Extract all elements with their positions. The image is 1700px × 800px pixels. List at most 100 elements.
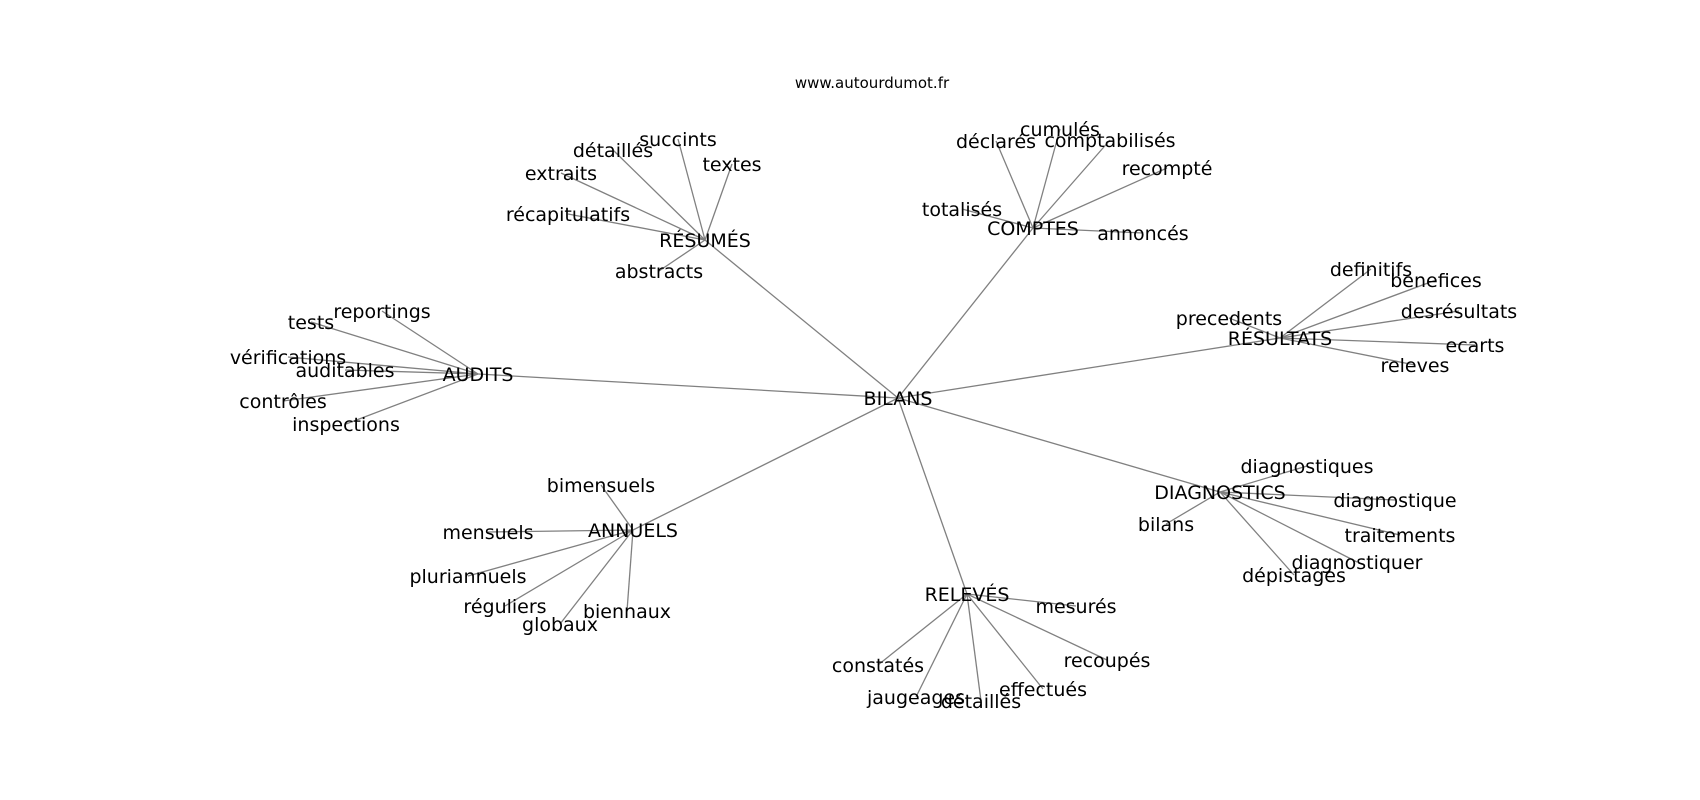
graph-edges [282,128,1476,702]
edge-root-hub [897,397,968,595]
edge-root-hub [704,239,899,399]
leaf-node-label: effectués [999,679,1087,701]
edge-hub-leaf [1032,227,1144,234]
edge-hub-leaf [1032,167,1168,229]
leaf-node-label: vérifications [230,347,346,369]
leaf-node-label: definitifs [1330,259,1412,281]
edge-hub-leaf [966,593,982,702]
edge-hub-leaf [1279,310,1460,339]
edge-hub-leaf [1219,491,1295,576]
leaf-node-label: jaugeages [866,687,965,709]
leaf-node-label: bimensuels [547,475,655,497]
hub-node-label: ANNUELS [588,520,678,542]
leaf-node-label: recompté [1122,158,1213,180]
edge-hub-leaf [995,140,1034,229]
edge-hub-leaf [1219,465,1308,493]
root-node-label: BILANS [864,388,933,410]
edge-hub-leaf [504,529,634,607]
edge-hub-leaf [1165,491,1221,525]
edge-hub-leaf [345,373,479,425]
edge-hub-leaf [1219,491,1401,536]
edge-root-hub [897,227,1034,399]
leaf-node-label: inspections [292,414,400,436]
leaf-node-label: récapitulatifs [506,204,630,226]
leaf-node-label: bilans [1138,514,1194,536]
hub-node-label: RELEVÉS [925,583,1010,606]
edge-root-hub [477,373,899,399]
edge-hub-leaf [344,369,479,375]
leaf-node-label: traitements [1345,525,1456,547]
edge-hub-leaf [1219,491,1358,563]
edge-hub-leaf [467,529,634,577]
leaf-node-label: diagnostique [1333,490,1456,512]
leaf-node-label: tests [288,312,334,334]
hub-node-label: COMPTES [987,218,1079,240]
edge-hub-leaf [1219,491,1396,501]
leaf-node-label: contrôles [239,391,326,413]
edge-root-hub [897,397,1221,493]
leaf-node-label: déclarés [956,131,1036,153]
edge-hub-leaf [612,149,706,241]
edge-hub-leaf [600,484,634,531]
edge-hub-leaf [282,373,479,402]
edge-hub-leaf [877,593,968,666]
leaf-node-label: desrésultats [1401,301,1517,323]
edge-hub-leaf [310,321,479,375]
leaf-node-label: recoupés [1064,650,1151,672]
hub-node-label: RÉSULTATS [1228,327,1332,350]
leaf-node-label: dépistages [1242,565,1346,587]
leaf-node-label: ecarts [1446,335,1505,357]
leaf-node-label: diagnostiques [1240,456,1373,478]
leaf-node-label: diagnostiquer [1292,552,1423,574]
edge-hub-leaf [704,163,733,241]
leaf-node-label: auditables [295,360,394,382]
edge-hub-leaf [1032,139,1111,229]
leaf-node-label: réguliers [463,596,546,618]
edge-hub-leaf [658,239,706,272]
edge-hub-leaf [487,529,634,533]
leaf-node-label: mensuels [442,522,533,544]
leaf-node-label: détaillés [573,140,653,162]
leaf-node-label: cumulés [1020,119,1100,141]
hub-node-label: DIAGNOSTICS [1154,482,1285,504]
site-watermark: www.autourdumot.fr [795,74,950,92]
edge-hub-leaf [1228,317,1281,339]
edge-hub-leaf [1032,128,1061,229]
leaf-node-label: totalisés [922,199,1002,221]
edge-hub-leaf [567,213,706,241]
edge-hub-leaf [966,593,1077,607]
edge-hub-leaf [1279,337,1476,346]
leaf-node-label: pluriannuels [409,566,526,588]
edge-hub-leaf [915,593,968,698]
edge-hub-leaf [677,138,706,241]
leaf-node-label: biennaux [583,601,671,623]
edge-hub-leaf [966,593,1044,690]
edge-hub-leaf [626,529,634,612]
leaf-node-label: comptabilisés [1044,130,1175,152]
edge-hub-leaf [1279,268,1372,339]
edge-hub-leaf [966,593,1108,661]
leaf-node-label: constatés [832,655,924,677]
leaf-node-label: benefices [1390,270,1481,292]
leaf-node-label: globaux [522,614,598,636]
leaf-node-label: détaillés [941,691,1021,713]
leaf-node-label: releves [1381,355,1450,377]
edge-hub-leaf [961,208,1034,229]
edge-hub-leaf [381,310,479,375]
graph-labels: BILANSRÉSUMÉSsuccintsdétailléstextesextr… [230,119,1517,713]
leaf-node-label: abstracts [615,261,703,283]
leaf-node-label: extraits [525,163,597,185]
hub-node-label: AUDITS [443,364,514,386]
leaf-node-label: textes [702,154,761,176]
leaf-node-label: succints [639,129,717,151]
edge-root-hub [897,337,1281,399]
edge-hub-leaf [1279,279,1437,339]
edge-hub-leaf [287,356,479,375]
edge-hub-leaf [560,172,706,241]
leaf-node-label: reportings [333,301,430,323]
edge-hub-leaf [1279,337,1416,366]
leaf-node-label: annoncés [1097,223,1188,245]
leaf-node-label: precedents [1176,308,1282,330]
leaf-node-label: mesurés [1035,596,1116,618]
